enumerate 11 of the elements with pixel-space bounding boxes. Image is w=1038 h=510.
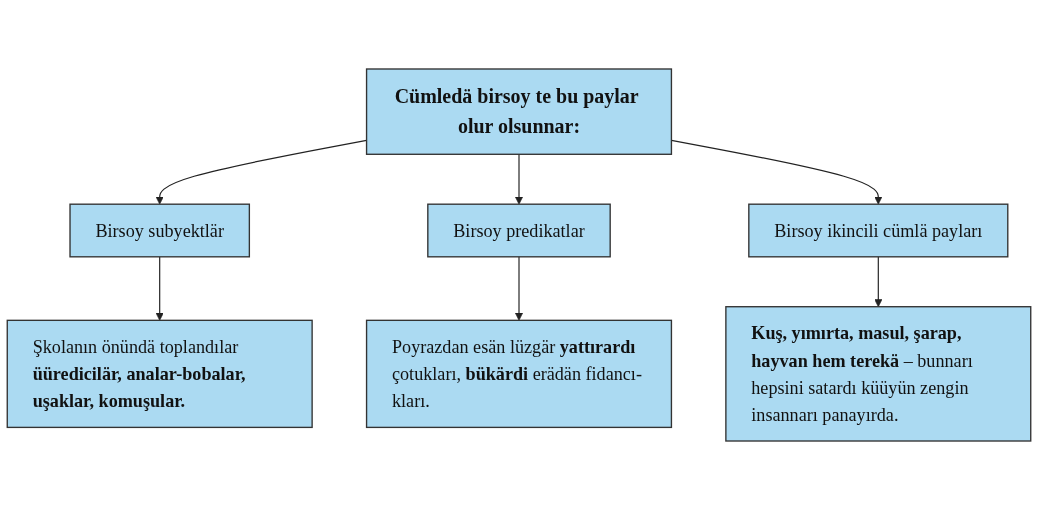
node-box: Kuş, yımırta, masul, şarap, hayvan hem terekä – bunnarı hepsini satardı küüyün zengin insannarı panayırda. bbox=[725, 306, 1032, 442]
arrow bbox=[515, 256, 523, 321]
node-box: Şkolanın önündä toplandılar üüredicilär, analar-bobalar, uşaklar, komuşular. bbox=[6, 319, 313, 429]
node-box: Birsoy predikatlar bbox=[427, 203, 611, 258]
node-box: Birsoy ikincili cümlä payları bbox=[748, 203, 1009, 258]
node-box: Cümledä birsoy te bu paylar olur olsunnar: bbox=[365, 68, 673, 155]
arrow bbox=[155, 256, 164, 321]
arrow bbox=[515, 153, 523, 205]
arrow bbox=[874, 256, 883, 308]
node-box: Poyrazdan esän lüzgär yattırardı çotukları, bükärdi erädän fidancı-kları. bbox=[365, 319, 673, 429]
node-box: Birsoy subyektlär bbox=[69, 203, 251, 258]
